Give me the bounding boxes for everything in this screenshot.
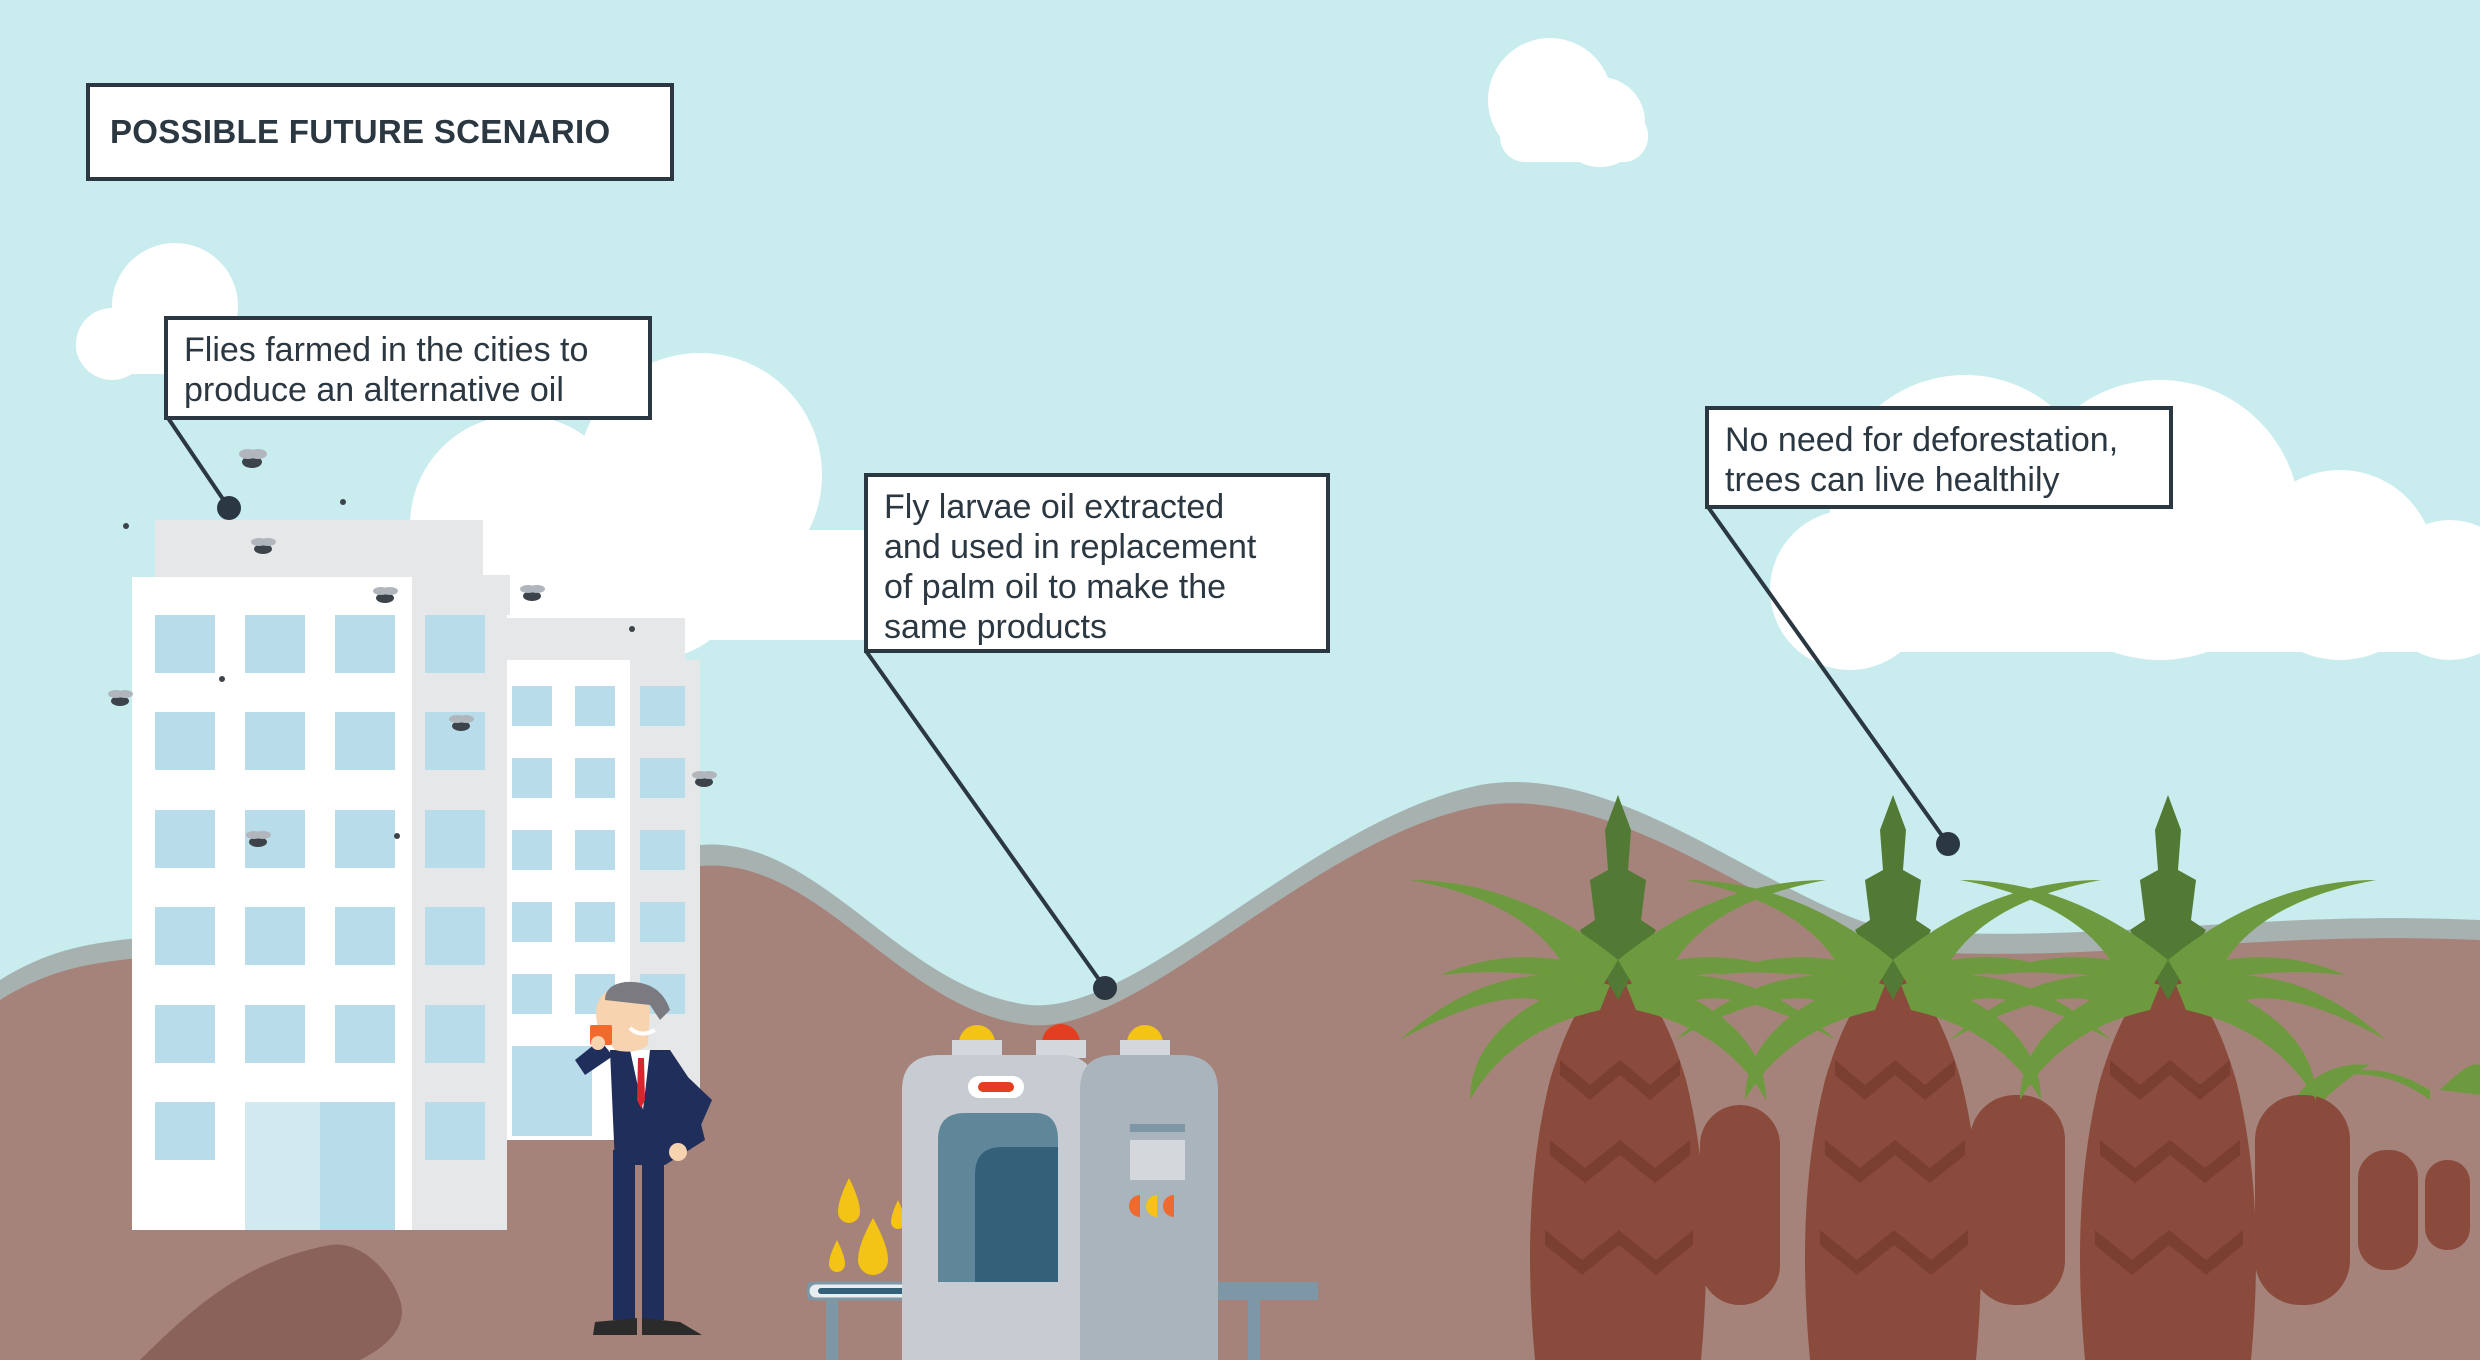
- callout-flies: Flies farmed in the cities to produce an…: [164, 316, 652, 420]
- callout-line: same products: [884, 608, 1107, 646]
- callout-line: and used in replacement: [884, 528, 1257, 566]
- extraction-machine: [902, 1024, 1218, 1360]
- callout-line: of palm oil to make the: [884, 568, 1227, 606]
- scenario-title-box: POSSIBLE FUTURE SCENARIO: [86, 83, 674, 181]
- callout-line: produce an alternative oil: [184, 371, 564, 409]
- callout-line: Flies farmed in the cities to: [184, 331, 589, 369]
- callout-pointers: [166, 416, 1960, 1000]
- fly-icon: [108, 449, 717, 847]
- page-title: POSSIBLE FUTURE SCENARIO: [110, 113, 611, 150]
- palm-tree-icon: [1400, 795, 2480, 1360]
- callout-line: No need for deforestation,: [1725, 421, 2119, 459]
- oil-drop-icon: [829, 1178, 905, 1275]
- cloud-icon: [1488, 38, 1648, 167]
- businessman-figure: [575, 981, 712, 1335]
- callout-trees: No need for deforestation, trees can liv…: [1705, 406, 2173, 509]
- ground-shadow: [140, 1244, 402, 1360]
- callout-line: Fly larvae oil extracted: [884, 488, 1225, 526]
- callout-line: trees can live healthily: [1725, 461, 2060, 499]
- callout-larvae: Fly larvae oil extracted and used in rep…: [864, 473, 1330, 653]
